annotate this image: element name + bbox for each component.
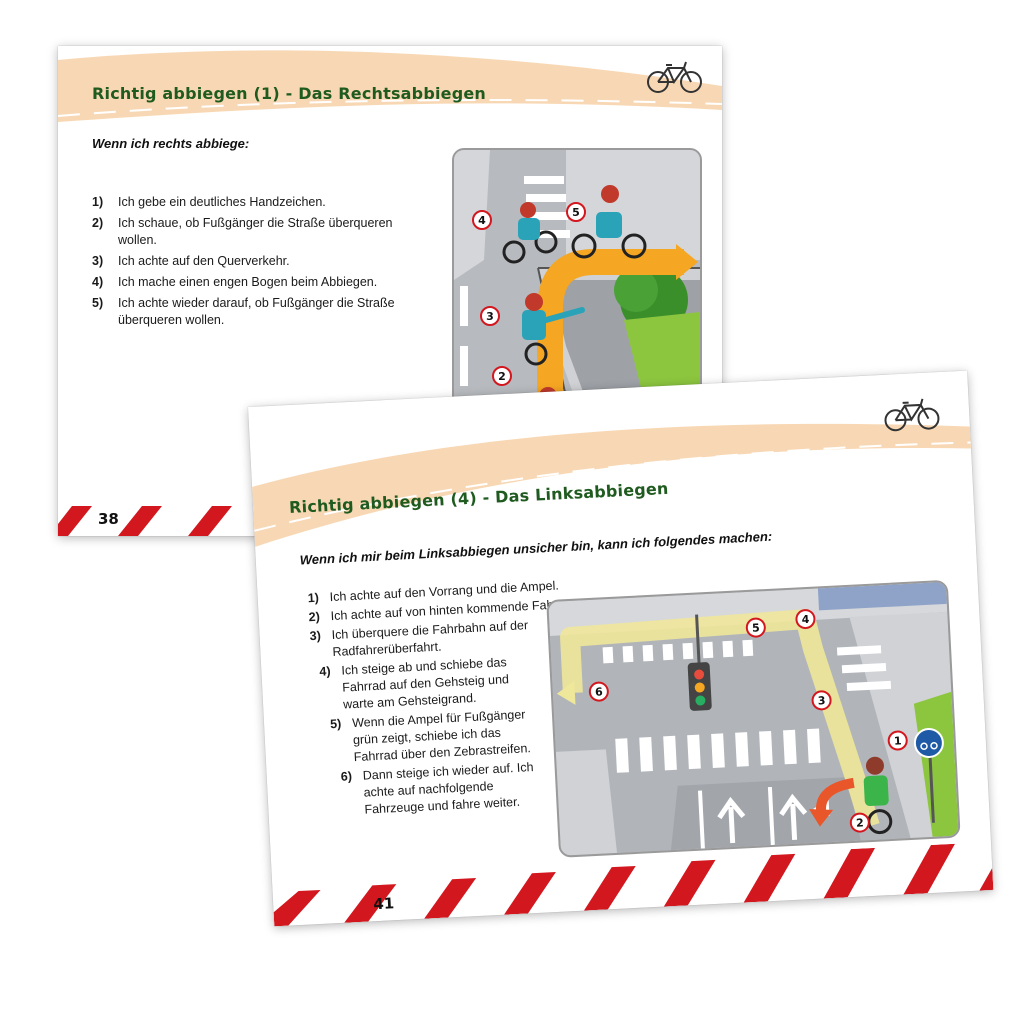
step-item: 4) Ich steige ab und schiebe das Fahrrad… (319, 653, 533, 715)
step-number: 5) (329, 716, 342, 732)
marker-label: 1 (894, 734, 902, 747)
bike-lane-sign-icon (913, 727, 944, 823)
traffic-light-icon (687, 614, 712, 711)
step-marker: 5 (745, 617, 766, 638)
step-marker: 3 (480, 306, 500, 326)
step-number: 5) (92, 296, 104, 310)
marker-label: 2 (856, 816, 864, 829)
left-turn-illustration: 1 2 3 4 5 (546, 579, 961, 858)
marker-label: 3 (486, 310, 494, 323)
header-band (252, 423, 972, 547)
step-marker: 5 (566, 202, 586, 222)
step-number: 2) (308, 609, 321, 625)
step-number: 4) (92, 275, 104, 289)
bicycle-icon (647, 61, 702, 93)
step-text: Dann steige ich wieder auf. Ich achte au… (362, 760, 534, 817)
step-number: 6) (340, 769, 353, 784)
marker-label: 3 (817, 694, 825, 707)
step-marker: 3 (811, 690, 832, 711)
marker-label: 6 (595, 685, 604, 698)
step-text: Ich achte auf den Querverkehr. (118, 254, 290, 268)
step-item: 3) Ich achte auf den Querverkehr. (92, 253, 432, 270)
step-text: Ich schaue, ob Fußgänger die Straße über… (118, 216, 393, 247)
cyclist-icon (502, 202, 558, 264)
step-text: Ich steige ab und schiebe das Fahrrad au… (341, 655, 510, 712)
step-text: Ich achte wieder darauf, ob Fußgänger di… (118, 296, 395, 327)
step-text: Wenn die Ampel für Fußgänger grün zeigt,… (351, 707, 532, 765)
step-number: 2) (92, 216, 104, 230)
cyclist-icon (522, 293, 585, 366)
bicycle-icon (884, 398, 940, 432)
marker-label: 2 (498, 370, 506, 383)
step-marker: 6 (588, 681, 609, 702)
step-number: 4) (319, 664, 331, 679)
step-number: 1) (92, 195, 104, 209)
cyclist-icon (571, 185, 647, 259)
step-number: 3) (92, 254, 104, 268)
step-number: 1) (307, 590, 320, 606)
page-number: 41 (372, 894, 395, 914)
marker-label: 5 (572, 206, 580, 219)
book-page-41: Richtig abbiegen (4) - Das Linksabbiegen… (248, 370, 994, 927)
step-number: 3) (309, 628, 322, 644)
step-item: 2) Ich schaue, ob Fußgänger die Straße ü… (92, 215, 432, 249)
step-marker: 1 (887, 730, 908, 751)
arrow-icon (809, 809, 834, 827)
header-band (58, 50, 722, 122)
step-text: Ich mache einen engen Bogen beim Abbiege… (118, 275, 378, 289)
step-marker: 4 (795, 609, 816, 630)
cyclist-icon (863, 756, 893, 835)
step-item: 5) Wenn die Ampel für Fußgänger grün zei… (330, 706, 544, 768)
step-item: 1) Ich gebe ein deutliches Handzeichen. (92, 194, 432, 211)
page-title: Richtig abbiegen (1) - Das Rechtsabbiege… (92, 84, 487, 103)
intro-text: Wenn ich rechts abbiege: (92, 136, 250, 151)
step-item: 4) Ich mache einen engen Bogen beim Abbi… (92, 274, 432, 291)
marker-label: 4 (478, 214, 486, 227)
bottom-stripes (273, 843, 994, 927)
step-text: Ich gebe ein deutliches Handzeichen. (118, 195, 326, 209)
step-list: 1) Ich gebe ein deutliches Handzeichen. … (92, 194, 432, 333)
step-item: 5) Ich achte wieder darauf, ob Fußgänger… (92, 295, 432, 329)
marker-label: 4 (801, 613, 810, 626)
page-number: 38 (98, 510, 119, 528)
step-marker: 4 (472, 210, 492, 230)
step-marker: 2 (492, 366, 512, 386)
step-marker: 2 (849, 812, 870, 833)
marker-label: 5 (752, 621, 760, 634)
step-item: 6) Dann steige ich wieder auf. Ich achte… (340, 759, 539, 820)
